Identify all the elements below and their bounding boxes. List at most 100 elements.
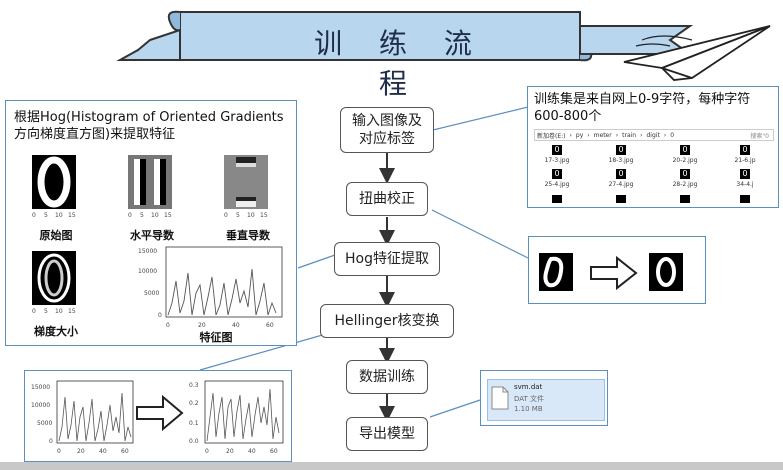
right-xtick: 40 [248, 448, 256, 455]
svg-text:15: 15 [68, 308, 76, 315]
model-panel: svm.dat DAT 文件 1.10 MB [480, 370, 608, 426]
file-name[interactable]: 17-3.jpg [544, 157, 570, 164]
step-distortion-correction: 扭曲校正 [346, 182, 428, 216]
hog-feature-xtick-1: 0 [166, 322, 170, 329]
svg-text:0: 0 [128, 212, 132, 219]
svg-text:5: 5 [44, 212, 48, 219]
file-thumb[interactable] [616, 195, 626, 203]
file-name[interactable]: 27-4.jpg [608, 181, 634, 188]
svg-text:10: 10 [55, 212, 63, 219]
svg-text:0: 0 [32, 308, 36, 315]
hog-feature-ytick-2: 10000 [138, 268, 157, 275]
hellinger-panel: 15000 10000 5000 0 0 20 40 60 0.3 0.2 0.… [24, 370, 292, 462]
hog-vertical-derivative: 0 5 10 15 [224, 155, 268, 219]
file-thumb[interactable]: 0 [680, 169, 690, 179]
title-banner [116, 10, 694, 62]
svg-text:5: 5 [44, 308, 48, 315]
hog-gradient-magnitude: 0 5 10 15 [32, 251, 76, 315]
file-thumb[interactable] [680, 195, 690, 203]
correction-panel [528, 236, 706, 304]
explorer-toolbar: 新加卷(E:)› py› meter› train› digit› 0 搜索"0 [534, 129, 774, 141]
page-title: 训 练 流 程 [314, 27, 486, 100]
file-thumb[interactable] [552, 195, 562, 203]
svg-text:10: 10 [247, 212, 255, 219]
search-input[interactable]: 搜索"0 [750, 132, 769, 140]
svg-text:10: 10 [55, 308, 63, 315]
hog-feature-ytick-3: 5000 [144, 290, 159, 297]
file-thumb[interactable]: 0 [740, 169, 750, 179]
svg-text:15: 15 [260, 212, 268, 219]
right-ytick: 0.3 [189, 382, 199, 389]
hellinger-before-chart: 15000 10000 5000 0 0 20 40 60 [31, 380, 134, 455]
file-name[interactable]: 20-2.jpg [672, 157, 698, 164]
svg-text:10: 10 [151, 212, 159, 219]
model-file-tile[interactable]: svm.dat DAT 文件 1.10 MB [487, 379, 605, 421]
file-name[interactable]: 28-2.jpg [672, 181, 698, 188]
file-name[interactable]: 18-3.jpg [608, 157, 634, 164]
breadcrumb-item[interactable]: 新加卷(E:) [537, 132, 566, 140]
file-thumb[interactable]: 0 [552, 169, 562, 179]
svg-text:5: 5 [140, 212, 144, 219]
left-xtick: 40 [99, 448, 107, 455]
left-xtick: 20 [77, 448, 85, 455]
hog-feature-chart: 15000 10000 5000 0 0 20 40 60 [138, 246, 283, 329]
right-xtick: 20 [226, 448, 234, 455]
left-ytick: 0 [49, 438, 53, 445]
bottom-bar [0, 462, 783, 470]
caption-original: 原始图 [39, 229, 73, 242]
step-export-model: 导出模型 [346, 417, 428, 451]
right-xtick: 60 [270, 448, 278, 455]
caption-feature: 特征图 [199, 331, 233, 344]
file-thumb[interactable]: 0 [616, 145, 626, 155]
dataset-panel: 训练集是来自网上0-9字符，每种字符600-800个 新加卷(E:)› py› … [527, 86, 779, 208]
left-ytick: 5000 [37, 420, 52, 427]
breadcrumb-item[interactable]: meter [593, 131, 612, 139]
caption-horizontal: 水平导数 [130, 229, 174, 242]
file-name[interactable]: 21-6.jp [734, 157, 756, 164]
corrected-digit-image [649, 253, 683, 291]
file-icon [491, 386, 509, 410]
hog-description: 根据Hog(Histogram of Oriented Gradients方向梯… [14, 110, 284, 142]
file-thumb[interactable]: 0 [740, 145, 750, 155]
svg-text:15: 15 [164, 212, 172, 219]
step-hellinger-transform: Hellinger核变换 [320, 304, 454, 338]
step-input-image: 输入图像及 对应标签 [340, 107, 434, 153]
hog-feature-ytick-4: 0 [158, 312, 162, 319]
right-arrow-icon [136, 394, 184, 432]
left-xtick: 0 [57, 448, 61, 455]
right-ytick: 0.2 [189, 400, 199, 407]
breadcrumb-item[interactable]: train [622, 131, 637, 139]
dataset-description: 训练集是来自网上0-9字符，每种字符600-800个 [534, 92, 751, 124]
hog-panel: 根据Hog(Histogram of Oriented Gradients方向梯… [5, 100, 297, 346]
breadcrumb-item[interactable]: digit [646, 131, 660, 139]
distorted-digit-image [539, 253, 573, 291]
right-ytick: 0.0 [189, 438, 199, 445]
hog-feature-xtick-2: 20 [198, 322, 206, 329]
model-filetype: DAT 文件 [514, 395, 545, 403]
hog-feature-xtick-3: 40 [232, 322, 240, 329]
svg-text:0: 0 [32, 212, 36, 219]
hog-feature-xtick-4: 60 [266, 322, 274, 329]
right-arrow-icon [590, 255, 638, 291]
svg-text:0: 0 [224, 212, 228, 219]
model-filename: svm.dat [514, 383, 543, 391]
model-filesize: 1.10 MB [514, 405, 543, 413]
left-ytick: 15000 [31, 384, 50, 391]
file-name[interactable]: 25-4.jpg [544, 181, 570, 188]
right-ytick: 0.1 [189, 420, 199, 427]
caption-vertical: 垂直导数 [226, 229, 270, 242]
left-ytick: 10000 [31, 402, 50, 409]
hog-horizontal-derivative: 0 5 10 15 [128, 155, 172, 219]
left-xtick: 60 [121, 448, 129, 455]
right-xtick: 0 [205, 448, 209, 455]
file-thumb[interactable]: 0 [552, 145, 562, 155]
file-name[interactable]: 34-4.j [736, 181, 754, 188]
step-data-training: 数据训练 [346, 360, 428, 394]
breadcrumb-item[interactable]: 0 [670, 131, 675, 139]
file-thumb[interactable]: 0 [616, 169, 626, 179]
file-thumb[interactable]: 0 [680, 145, 690, 155]
file-thumb[interactable] [740, 195, 750, 203]
breadcrumb-item[interactable]: py [575, 131, 584, 139]
svg-text:5: 5 [236, 212, 240, 219]
